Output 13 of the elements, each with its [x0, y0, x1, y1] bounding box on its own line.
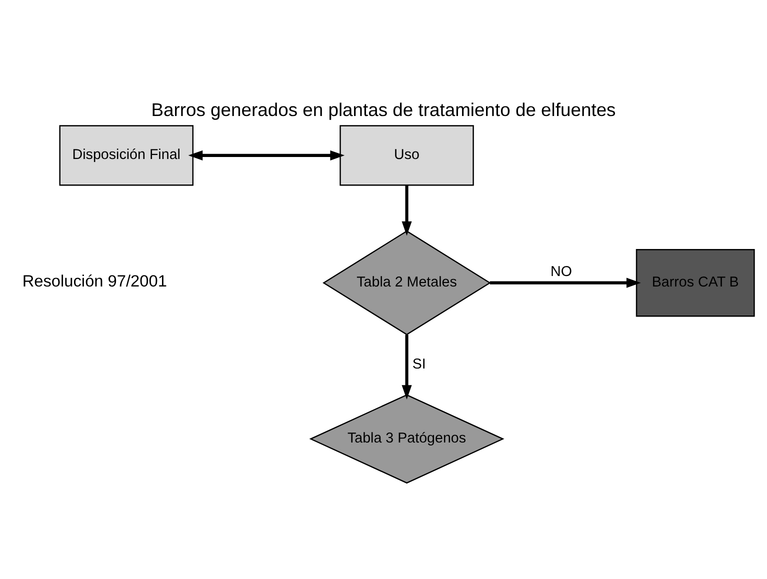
diagram-title: Barros generados en plantas de tratamiento de elfuentes — [151, 98, 616, 120]
edge-label: NO — [550, 263, 572, 280]
node-box: Barros CAT B — [636, 248, 755, 316]
node-diamond: Tabla 2 Metales — [322, 230, 492, 335]
arrow — [402, 334, 412, 399]
arrow — [402, 184, 412, 236]
node-box: Disposición Final — [59, 124, 194, 186]
node-diamond: Tabla 3 Patógenos — [309, 394, 504, 484]
node-box: Uso — [340, 124, 474, 186]
arrow — [490, 277, 641, 288]
arrow — [188, 150, 345, 160]
edge-label: SI — [412, 356, 426, 372]
label: Resolución 97/2001 — [22, 272, 167, 290]
